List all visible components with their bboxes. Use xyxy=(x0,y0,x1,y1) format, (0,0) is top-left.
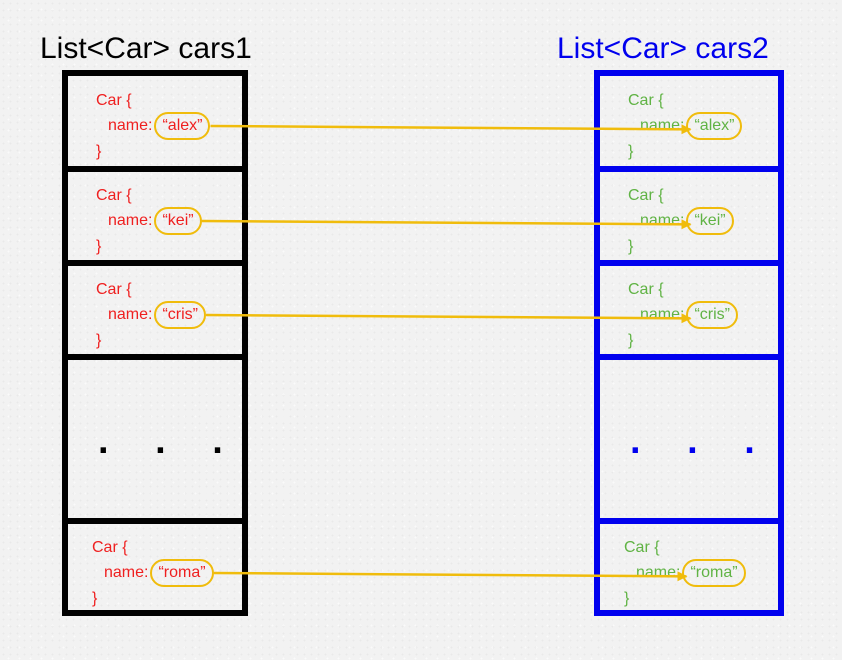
name-value: “cris” xyxy=(154,301,207,329)
list2-box: Car { name:“alex” } Car { name:“kei” } C… xyxy=(594,70,784,616)
name-key: name: xyxy=(640,117,685,134)
car-object: Car { name:“kei” } xyxy=(628,184,734,258)
name-value: “kei” xyxy=(154,207,202,235)
car-object: Car { name:“alex” } xyxy=(96,89,211,163)
list1-box: Car { name:“alex” } Car { name:“kei” } C… xyxy=(62,70,248,616)
car-object: Car { name:“kei” } xyxy=(96,184,202,258)
car-open: Car { xyxy=(96,92,132,109)
list2-cell: Car { name:“kei” } xyxy=(600,166,778,260)
list2-ellipsis-cell: . . . xyxy=(600,354,778,518)
car-close: } xyxy=(96,143,102,160)
name-value: “roma” xyxy=(682,559,746,587)
car-close: } xyxy=(628,143,634,160)
list1-cell: Car { name:“kei” } xyxy=(68,166,242,260)
list1-title: List<Car> cars1 xyxy=(40,32,252,65)
list1-cell: Car { name:“cris” } xyxy=(68,260,242,354)
car-object: Car { name:“cris” } xyxy=(96,278,207,352)
name-value: “cris” xyxy=(686,301,739,329)
car-open: Car { xyxy=(92,539,128,556)
car-open: Car { xyxy=(628,187,664,204)
car-open: Car { xyxy=(96,281,132,298)
car-close: } xyxy=(96,332,102,349)
list2-cell: Car { name:“roma” } xyxy=(600,518,778,610)
car-object: Car { name:“alex” } xyxy=(628,89,743,163)
list2-cell: Car { name:“alex” } xyxy=(600,76,778,166)
name-value: “alex” xyxy=(154,112,211,140)
list2-title: List<Car> cars2 xyxy=(557,32,769,65)
car-open: Car { xyxy=(624,539,660,556)
car-open: Car { xyxy=(96,187,132,204)
name-key: name: xyxy=(108,117,153,134)
list1-cell: Car { name:“roma” } xyxy=(68,518,242,610)
car-object: Car { name:“cris” } xyxy=(628,278,739,352)
car-close: } xyxy=(96,238,102,255)
name-key: name: xyxy=(108,212,153,229)
name-key: name: xyxy=(108,306,153,323)
car-close: } xyxy=(624,590,630,607)
car-object: Car { name:“roma” } xyxy=(92,536,214,610)
name-key: name: xyxy=(640,306,685,323)
car-close: } xyxy=(92,590,98,607)
ellipsis: . . . xyxy=(98,420,241,462)
name-value: “kei” xyxy=(686,207,734,235)
car-open: Car { xyxy=(628,92,664,109)
name-key: name: xyxy=(640,212,685,229)
car-close: } xyxy=(628,238,634,255)
ellipsis: . . . xyxy=(630,420,773,462)
list2-cell: Car { name:“cris” } xyxy=(600,260,778,354)
name-key: name: xyxy=(104,564,149,581)
car-open: Car { xyxy=(628,281,664,298)
name-value: “roma” xyxy=(150,559,214,587)
list1-cell: Car { name:“alex” } xyxy=(68,76,242,166)
name-value: “alex” xyxy=(686,112,743,140)
car-close: } xyxy=(628,332,634,349)
name-key: name: xyxy=(636,564,681,581)
car-object: Car { name:“roma” } xyxy=(624,536,746,610)
list1-ellipsis-cell: . . . xyxy=(68,354,242,518)
